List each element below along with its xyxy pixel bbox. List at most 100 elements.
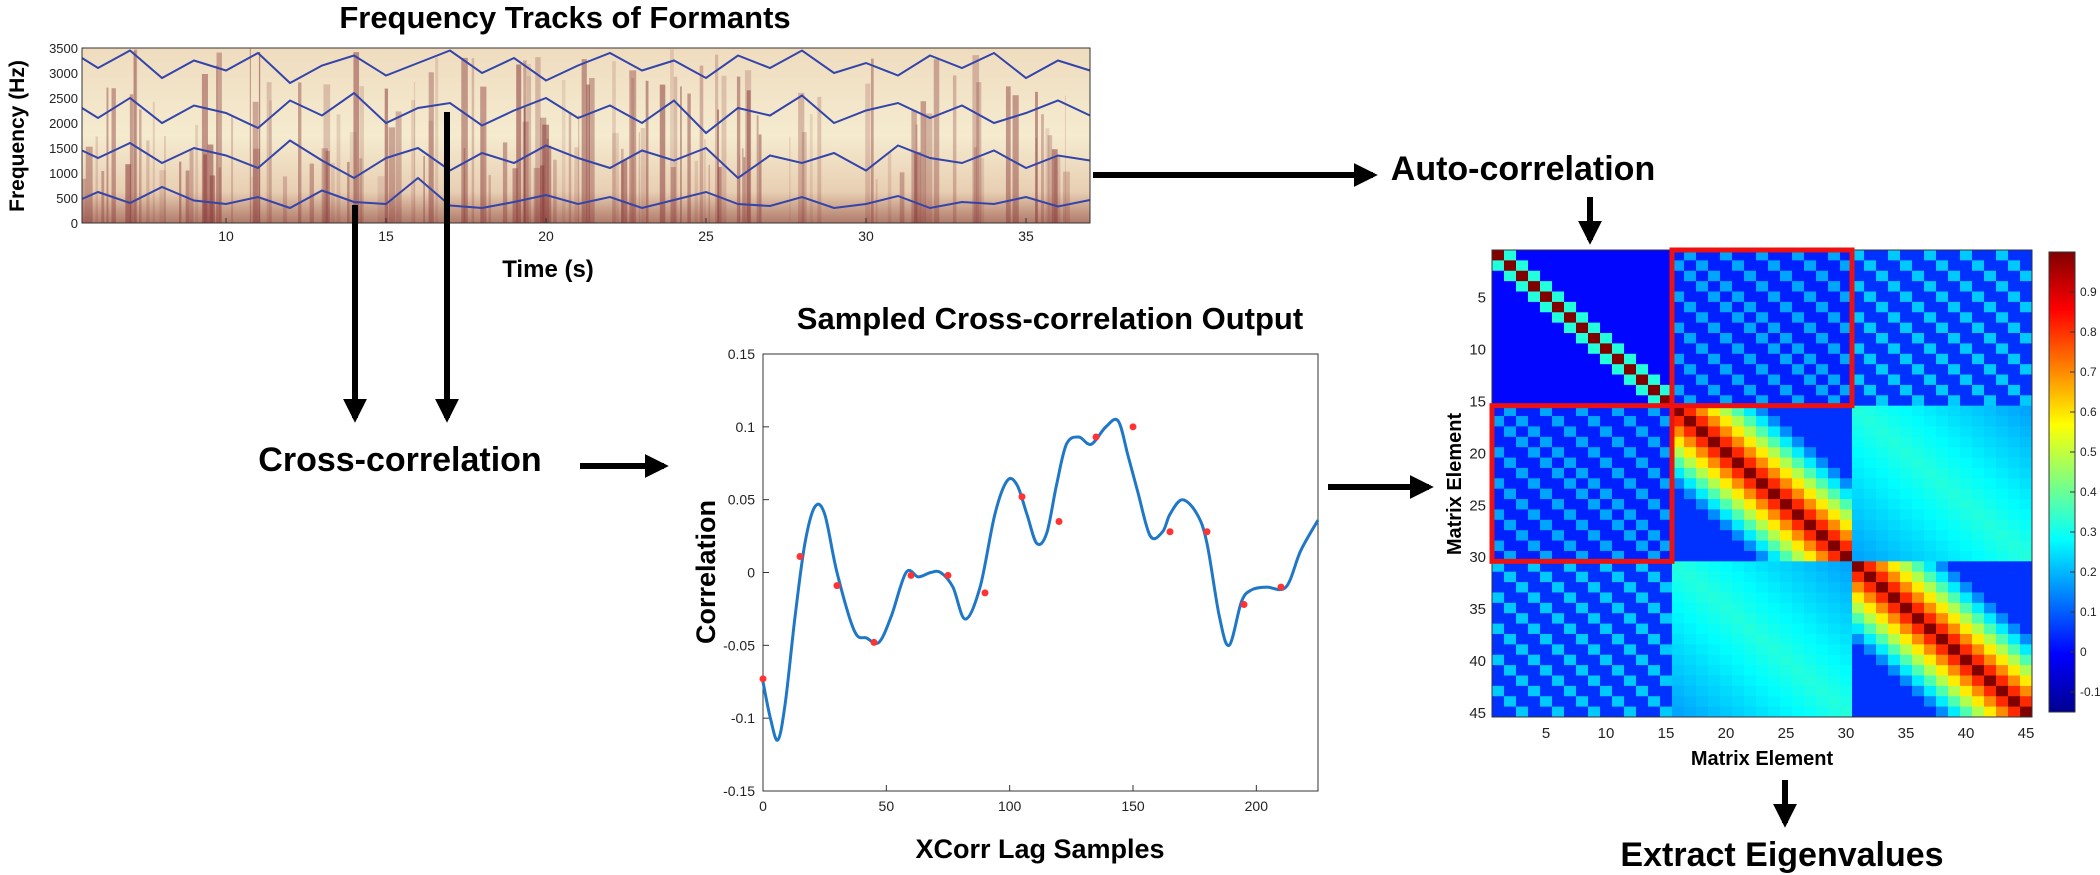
matrix-cell xyxy=(1624,353,1637,365)
spectrogram-band xyxy=(568,112,572,223)
spectrogram-x-tick-label: 20 xyxy=(538,228,554,244)
matrix-cell xyxy=(1636,550,1649,562)
matrix-cell xyxy=(1972,571,1985,583)
matrix-cell xyxy=(1552,270,1565,282)
xcorr-y-tick-label: 0.1 xyxy=(736,419,756,435)
matrix-cell xyxy=(1612,478,1625,490)
matrix-cell xyxy=(1624,436,1637,448)
matrix-cell xyxy=(1876,343,1889,355)
matrix-cell xyxy=(1852,447,1865,459)
matrix-cell xyxy=(1540,457,1553,469)
matrix-cell xyxy=(1984,270,1997,282)
matrix-cell xyxy=(1852,270,1865,282)
matrix-cell xyxy=(1960,530,1973,542)
matrix-cell xyxy=(1636,322,1649,334)
matrix-cell xyxy=(1852,706,1865,718)
matrix-cell xyxy=(1816,270,1829,282)
matrix-cell xyxy=(1576,530,1589,542)
matrix-cell xyxy=(1732,675,1745,687)
matrix-cell xyxy=(1900,499,1913,510)
matrix-cell xyxy=(1708,654,1721,666)
matrix-cell xyxy=(1696,333,1709,344)
matrix-cell xyxy=(1828,696,1841,708)
matrix-cell xyxy=(1600,561,1613,573)
matrix-cell xyxy=(1792,665,1805,676)
matrix-cell xyxy=(1900,250,1913,261)
matrix-cell xyxy=(1876,301,1889,313)
matrix-cell xyxy=(1528,374,1541,386)
matrix-cell xyxy=(1972,250,1985,261)
matrix-cell xyxy=(1708,270,1721,282)
matrix-cell xyxy=(1588,571,1601,583)
matrix-cell xyxy=(1912,416,1925,427)
matrix-cell xyxy=(1504,270,1517,282)
spectrogram-band xyxy=(502,142,508,223)
matrix-cell xyxy=(1948,384,1961,396)
matrix-cell xyxy=(1612,519,1625,531)
matrix-cell xyxy=(1528,654,1541,666)
matrix-cell xyxy=(1612,571,1625,583)
matrix-cell xyxy=(1984,364,1997,376)
matrix-cell xyxy=(1732,685,1745,697)
matrix-cell xyxy=(1540,478,1553,490)
matrix-cell xyxy=(1600,353,1613,365)
matrix-cell xyxy=(1888,416,1901,427)
matrix-cell xyxy=(1888,260,1901,272)
matrix-cell xyxy=(1816,405,1829,417)
matrix-cell xyxy=(2008,343,2021,355)
matrix-cell xyxy=(1768,571,1781,583)
matrix-cell xyxy=(1672,426,1685,438)
matrix-cell xyxy=(1600,343,1613,355)
matrix-y-tick-label: 40 xyxy=(1469,653,1486,670)
matrix-cell xyxy=(1948,301,1961,313)
matrix-cell xyxy=(1576,602,1589,614)
matrix-cell xyxy=(1672,623,1685,635)
matrix-cell xyxy=(1876,467,1889,479)
matrix-cell xyxy=(1684,343,1697,355)
matrix-cell xyxy=(1804,333,1817,344)
matrix-cell xyxy=(1816,488,1829,500)
matrix-cell xyxy=(1900,519,1913,531)
matrix-cell xyxy=(1732,499,1745,510)
matrix-cell xyxy=(1876,696,1889,708)
matrix-cell xyxy=(1936,343,1949,355)
matrix-cell xyxy=(1864,665,1877,676)
matrix-cell xyxy=(1504,685,1517,697)
matrix-cell xyxy=(1588,582,1601,593)
matrix-cell xyxy=(1720,561,1733,573)
colorbar-tick-label: 0.5 xyxy=(2080,445,2097,459)
matrix-cell xyxy=(1696,426,1709,438)
matrix-cell xyxy=(1960,540,1973,552)
matrix-cell xyxy=(1552,364,1565,376)
matrix-cell xyxy=(1492,395,1505,407)
matrix-cell xyxy=(1600,250,1613,261)
matrix-cell xyxy=(1888,343,1901,355)
matrix-cell xyxy=(1876,685,1889,697)
matrix-cell xyxy=(1564,478,1577,490)
spectrogram-band xyxy=(526,63,532,224)
matrix-cell xyxy=(1792,644,1805,656)
matrix-cell xyxy=(1492,571,1505,583)
matrix-cell xyxy=(1912,675,1925,687)
matrix-cell xyxy=(1648,405,1661,417)
matrix-block-highlights xyxy=(1489,247,1855,564)
matrix-cell xyxy=(1972,665,1985,676)
matrix-cell xyxy=(1888,270,1901,282)
matrix-cell xyxy=(1492,623,1505,635)
matrix-cell xyxy=(1660,706,1673,718)
matrix-cell xyxy=(1516,561,1529,573)
matrix-cell xyxy=(1888,571,1901,583)
matrix-cell xyxy=(1612,582,1625,593)
matrix-cell xyxy=(1540,374,1553,386)
matrix-cell xyxy=(1516,706,1529,718)
matrix-cell xyxy=(1828,291,1841,303)
matrix-cell xyxy=(1492,561,1505,573)
matrix-cell xyxy=(1660,550,1673,562)
matrix-cell xyxy=(1948,540,1961,552)
matrix-cell xyxy=(1588,364,1601,376)
matrix-cell xyxy=(1852,467,1865,479)
matrix-cell xyxy=(1972,685,1985,697)
matrix-cell xyxy=(1864,312,1877,324)
